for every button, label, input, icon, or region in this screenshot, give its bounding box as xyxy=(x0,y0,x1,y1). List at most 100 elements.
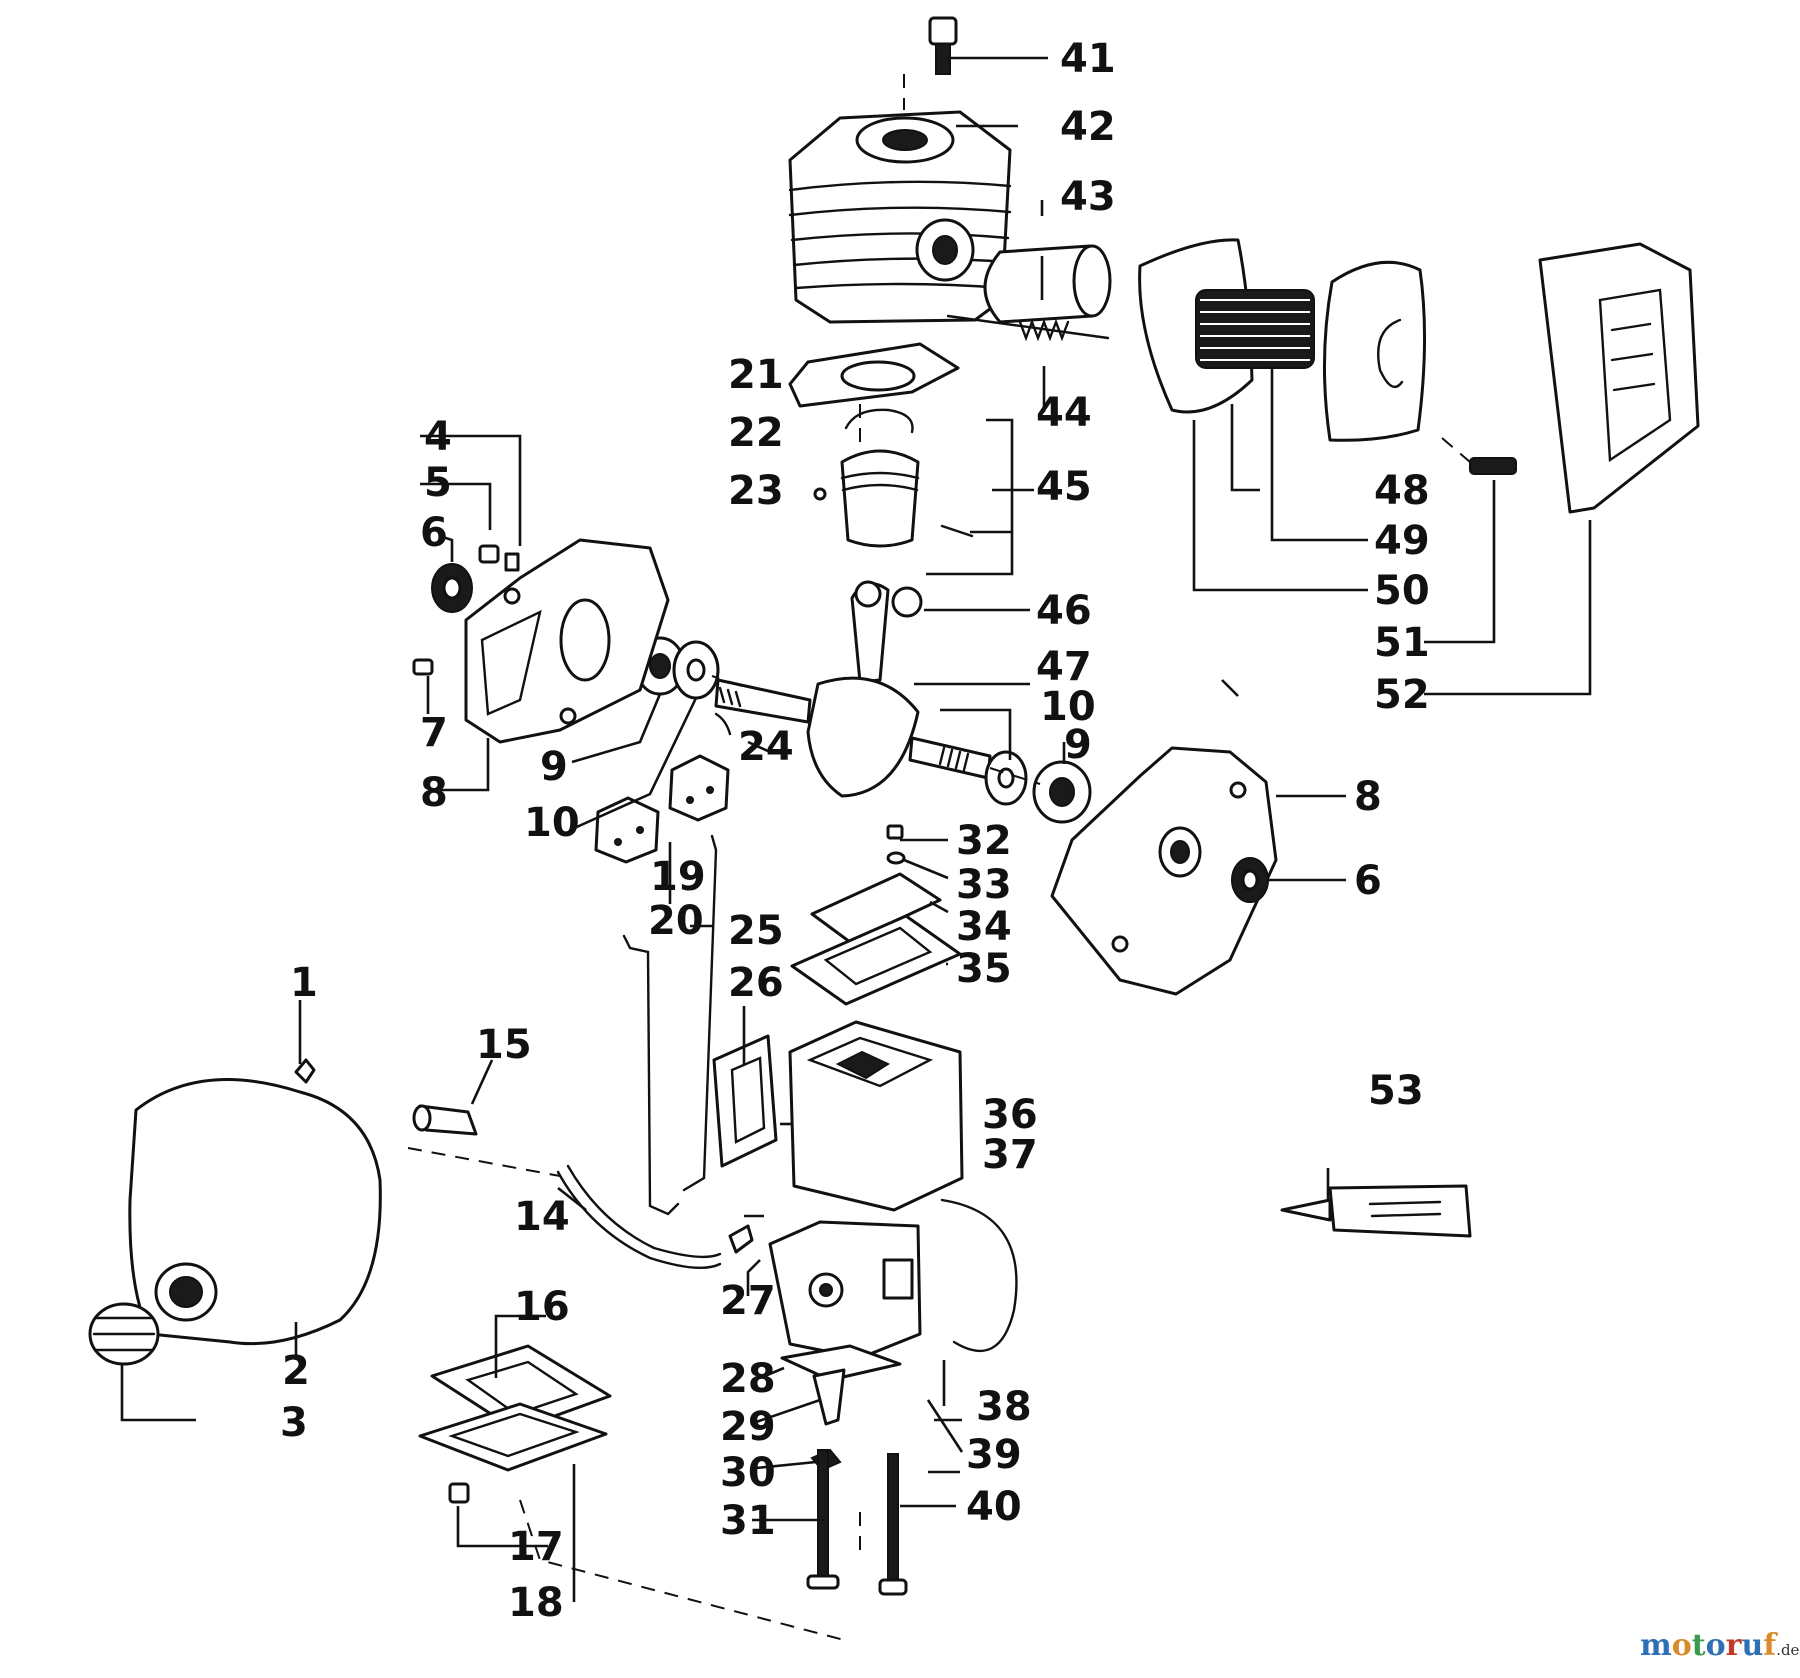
brand-logo: motoruf.de xyxy=(1640,1628,1799,1663)
screw-51-icon xyxy=(1469,457,1517,475)
bolt-31-icon xyxy=(806,1449,840,1590)
label-30: 30 xyxy=(720,1450,776,1496)
label-27: 27 xyxy=(720,1278,776,1324)
brand-letter: m xyxy=(1640,1628,1672,1663)
cylinder-42-icon xyxy=(788,110,1012,324)
brand-logo-text: motoruf xyxy=(1640,1628,1776,1663)
reed-plate-34-icon xyxy=(810,872,942,944)
label-4: 4 xyxy=(424,414,452,460)
bearing-9-right-icon xyxy=(1032,760,1092,824)
nut-46-icon xyxy=(891,586,923,618)
label-48: 48 xyxy=(1374,468,1430,514)
tank-cap-3-icon xyxy=(88,1302,160,1366)
vent-1-icon xyxy=(294,1058,316,1084)
label-44: 44 xyxy=(1036,390,1092,436)
carburetor-39-icon xyxy=(768,1220,922,1360)
label-33: 33 xyxy=(956,862,1012,908)
screw-7-icon xyxy=(412,658,434,676)
key-24-icon xyxy=(714,712,732,736)
part-drawings xyxy=(88,16,1700,1641)
label-28: 28 xyxy=(720,1356,776,1402)
pin-4-icon xyxy=(504,552,520,572)
label-32: 32 xyxy=(956,818,1012,864)
label-19: 19 xyxy=(650,854,706,900)
label-1: 1 xyxy=(290,960,318,1006)
piston-23-icon xyxy=(813,449,974,548)
label-37: 37 xyxy=(982,1132,1038,1178)
label-14: 14 xyxy=(514,1194,570,1240)
label-6-right: 6 xyxy=(1354,858,1382,904)
label-16: 16 xyxy=(514,1284,570,1330)
rod-20-icon xyxy=(622,934,680,1216)
intake-36-icon xyxy=(788,1020,964,1212)
label-10-left: 10 xyxy=(524,800,580,846)
label-25: 25 xyxy=(728,908,784,954)
alignment-guide-lines xyxy=(407,74,1471,1641)
label-43: 43 xyxy=(1060,174,1116,220)
label-7: 7 xyxy=(420,710,448,756)
spring-44-icon xyxy=(946,314,1110,342)
washer-10-left-icon xyxy=(672,640,720,700)
label-29: 29 xyxy=(720,1404,776,1450)
label-18: 18 xyxy=(508,1580,564,1626)
brand-letter: f xyxy=(1763,1628,1777,1663)
gasket-28-icon xyxy=(780,1344,902,1382)
seal-6-right-icon xyxy=(1231,857,1269,903)
fuel-line-38-icon xyxy=(940,1198,1018,1353)
label-8-left: 8 xyxy=(420,770,448,816)
bracket-29-icon xyxy=(812,1368,846,1426)
label-17: 17 xyxy=(508,1524,564,1570)
washer-33-icon xyxy=(886,851,906,865)
screw-32-icon xyxy=(886,824,904,840)
gasket-21-icon xyxy=(788,342,960,408)
part-number-labels: 41 42 43 44 45 46 47 10 9 8 6 32 33 34 3… xyxy=(280,36,1430,1626)
label-2: 2 xyxy=(282,1348,310,1394)
label-40: 40 xyxy=(966,1484,1022,1530)
screw-5-icon xyxy=(478,544,500,564)
label-49: 49 xyxy=(1374,518,1430,564)
cover-plate-52-icon xyxy=(1538,242,1700,514)
muffler-tube-43-icon xyxy=(983,244,1112,324)
screw-41-icon xyxy=(928,16,958,75)
label-6-left: 6 xyxy=(420,510,448,556)
label-36: 36 xyxy=(982,1092,1038,1138)
label-50: 50 xyxy=(1374,568,1430,614)
valve-15-icon xyxy=(412,1104,478,1136)
label-46: 46 xyxy=(1036,588,1092,634)
gasket-35-icon xyxy=(790,914,962,1006)
label-21: 21 xyxy=(728,352,784,398)
brand-letter: o xyxy=(1705,1628,1726,1663)
label-10-right: 10 xyxy=(1040,684,1096,730)
label-42: 42 xyxy=(1060,104,1116,150)
crankshaft-47-icon xyxy=(714,580,992,798)
label-24: 24 xyxy=(738,724,794,770)
label-51: 51 xyxy=(1374,620,1430,666)
label-39: 39 xyxy=(966,1432,1022,1478)
label-23: 23 xyxy=(728,468,784,514)
brand-letter: o xyxy=(1671,1628,1692,1663)
filter-block-19a-icon xyxy=(668,754,730,822)
label-15: 15 xyxy=(476,1022,532,1068)
fitting-27-icon xyxy=(728,1224,754,1254)
label-9-left: 9 xyxy=(540,744,568,790)
label-41: 41 xyxy=(1060,36,1116,82)
crankcase-left-8-icon xyxy=(464,538,670,744)
label-26: 26 xyxy=(728,960,784,1006)
label-20: 20 xyxy=(648,898,704,944)
leader-lines xyxy=(120,56,1592,1602)
label-53: 53 xyxy=(1368,1068,1424,1114)
label-31: 31 xyxy=(720,1498,776,1544)
label-22: 22 xyxy=(728,410,784,456)
seal-6-left-icon xyxy=(431,563,473,613)
washer-10-right-icon xyxy=(984,750,1028,806)
label-47: 47 xyxy=(1036,644,1092,690)
screen-49-icon xyxy=(1195,289,1315,369)
filter-block-19b-icon xyxy=(594,796,660,864)
brand-letter: t xyxy=(1691,1628,1706,1663)
rod-25-icon xyxy=(682,834,718,1192)
brand-letter: r xyxy=(1725,1628,1742,1663)
label-8-right: 8 xyxy=(1354,774,1382,820)
grease-tube-53-icon xyxy=(1280,1184,1472,1238)
